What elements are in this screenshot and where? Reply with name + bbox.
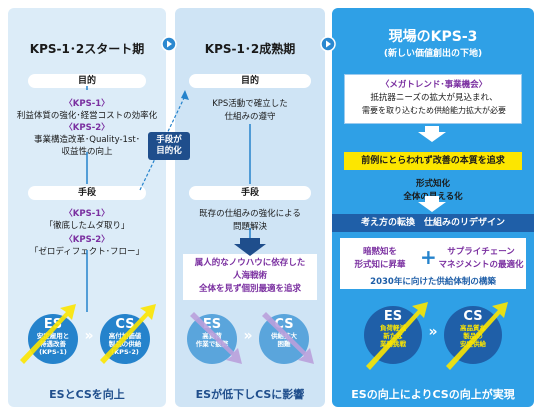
col1-means-kps2-text: 「ゼロディフェクト･フロー」 [29,247,145,257]
col2-purpose-text1: KPS活動で確立した [212,99,288,109]
means-became-goal-tag: 手段が 目的化 [148,132,190,160]
col1-means-label: 手段 [28,186,146,200]
col1-bottom-caption: ESとCSを向上 [49,388,125,401]
col2-problem1: 属人的なノウハウに依存した [194,258,306,268]
target-2030: 2030年に向けた供給体制の構築 [340,276,526,289]
col2-problem3: 全体を見ず個別最適を追求 [198,284,301,294]
col3-cs-line3: 安定供給 [460,340,486,348]
col2-problem-box: 属人的なノウハウに依存した 人海戦術 全体を見ず個別最適を追求 [183,254,317,300]
col1-cs-title: CS [115,317,135,332]
col1-separator: » [84,328,94,344]
col1-purpose-kps2-text1: 事業構造改革･Quality-1st･ [34,135,140,145]
redesign-bar: 考え方の転換 仕組みのリデザイン [332,214,534,232]
col2-es-line1: 高負荷 [202,332,222,340]
col2-es-line2: 作業で疲弊 [195,340,229,348]
current-kps3-column: 現場のKPS-3 (新しい価値創出の下地) 〈メガトレンド･事業機会〉 抵抗器ニ… [332,8,534,407]
col1-cs-line2: 製品の供給 [108,340,142,348]
col1-es-line2: 待遇改善 [40,340,66,348]
play-marker-1-tri [167,40,172,48]
supply-line2: マネジメントの最適化 [438,260,524,270]
col3-cs-circle: CS 高品質な 製品の 安定供給 [444,306,502,364]
col2-separator: » [243,328,253,344]
col1-purpose-kps2: 〈KPS-2〉 [64,123,110,133]
col2-cs-circle: CS 供給拡大 困難 [259,314,309,364]
essence-yellow-bar: 前例にとらわれず改善の本質を追求 [344,152,522,170]
col3-bottom-caption: ESの向上によりCSの向上が実現 [351,388,515,401]
phase-start-title: KPS-1･2スタート期 [29,42,145,56]
megatrend-text2: 需要を取り込むため供給能力拡大が必要 [362,106,506,115]
col1-es-line1: 安定雇用と [36,332,70,340]
plus-sign: + [420,245,437,269]
col1-purpose-kps2-text2: 収益性の向上 [61,147,113,157]
formalize-line2: 全体の見える化 [403,192,463,202]
col1-cs-line1: 高付加価値 [108,332,142,340]
col1-means-kps1-text: 「徹底したムダ取り」 [44,221,130,231]
col3-es-circle: ES 負荷軽減 新たな 業務挑戦 [364,306,422,364]
tag-line-2: 目的化 [156,146,182,156]
col3-es-title: ES [383,309,403,324]
megatrend-box: 〈メガトレンド･事業機会〉 抵抗器ニーズの拡大が見込まれ、 需要を取り込むため供… [344,74,522,124]
col2-cs-title: CS [274,317,294,332]
col2-purpose-label: 目的 [189,74,311,88]
col2-es-circle: ES 高負荷 作業で疲弊 [187,314,237,364]
play-marker-2-tri [326,40,331,48]
col1-cs-line3: (KPS-2) [111,348,139,356]
kps3-subtitle: (新しい価値創出の下地) [383,49,483,59]
col2-means-text1: 既存の仕組みの強化による [199,209,301,219]
col2-es-title: ES [202,317,222,332]
col2-purpose-text2: 仕組みの遵守 [224,112,276,122]
col1-es-title: ES [43,317,63,332]
col1-es-circle: ES 安定雇用と 待遇改善 (KPS-1) [28,314,78,364]
col3-cs-line1: 高品質な [460,324,486,332]
col1-purpose-label: 目的 [28,74,146,88]
megatrend-text1: 抵抗器ニーズの拡大が見込まれ、 [370,93,498,103]
tacit-line1: 暗黙知を [362,247,397,257]
col3-es-line1: 負荷軽減 [380,324,406,332]
megatrend-label: 〈メガトレンド･事業機会〉 [380,80,488,90]
col2-means-text2: 問題解決 [232,222,267,232]
col1-es-line3: (KPS-1) [39,348,67,356]
col2-cs-line1: 供給拡大 [271,332,297,340]
col3-separator: » [428,324,438,340]
kps3-title: 現場のKPS-3 [388,29,478,45]
col1-means-kps2: 〈KPS-2〉 [64,235,110,245]
col3-cs-title: CS [463,309,483,324]
col1-purpose-kps1: 〈KPS-1〉 [64,99,110,109]
col2-means-label: 手段 [189,186,311,200]
col3-cs-line2: 製品の [463,332,483,340]
col1-cs-circle: CS 高付加価値 製品の供給 (KPS-2) [100,314,150,364]
col2-cs-line2: 困難 [277,340,291,348]
col1-purpose-kps1-text: 利益体質の強化･経営コストの効率化 [16,111,158,121]
phase-mature-title: KPS-1･2成熟期 [204,42,296,56]
supply-line1: サプライチェーン [447,247,515,257]
tacit-line2: 形式知に昇華 [354,260,406,270]
col1-means-kps1: 〈KPS-1〉 [64,209,110,219]
phase-mature-column: KPS-1･2成熟期 目的 KPS活動で確立した 仕組みの遵守 手段 既存の仕組… [175,8,325,407]
col2-problem2: 人海戦術 [232,271,267,281]
col2-bottom-caption: ESが低下しCSに影響 [195,388,305,401]
col3-es-line3: 業務挑戦 [380,340,406,348]
formalize-line1: 形式知化 [415,179,450,189]
tag-line-1: 手段が [156,135,182,145]
col3-es-line2: 新たな [383,332,403,340]
phase-start-column: KPS-1･2スタート期 目的 〈KPS-1〉 利益体質の強化･経営コストの効率… [8,8,190,407]
